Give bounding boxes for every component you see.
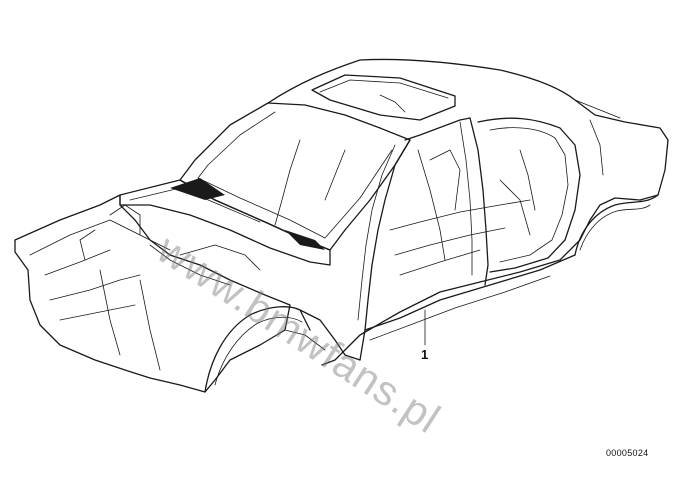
b-pillar bbox=[469, 117, 489, 286]
rear-wheel-arch bbox=[574, 194, 659, 256]
side-sill bbox=[364, 254, 576, 331]
windshield-frame bbox=[179, 102, 411, 251]
sunroof-opening bbox=[311, 74, 456, 121]
front-end-structure bbox=[14, 194, 291, 393]
part-code-label: 00005024 bbox=[606, 448, 649, 458]
firewall bbox=[119, 179, 331, 266]
callout-number-1: 1 bbox=[421, 347, 429, 362]
front-wheel-arch bbox=[204, 306, 311, 393]
roof-outline bbox=[267, 58, 669, 366]
